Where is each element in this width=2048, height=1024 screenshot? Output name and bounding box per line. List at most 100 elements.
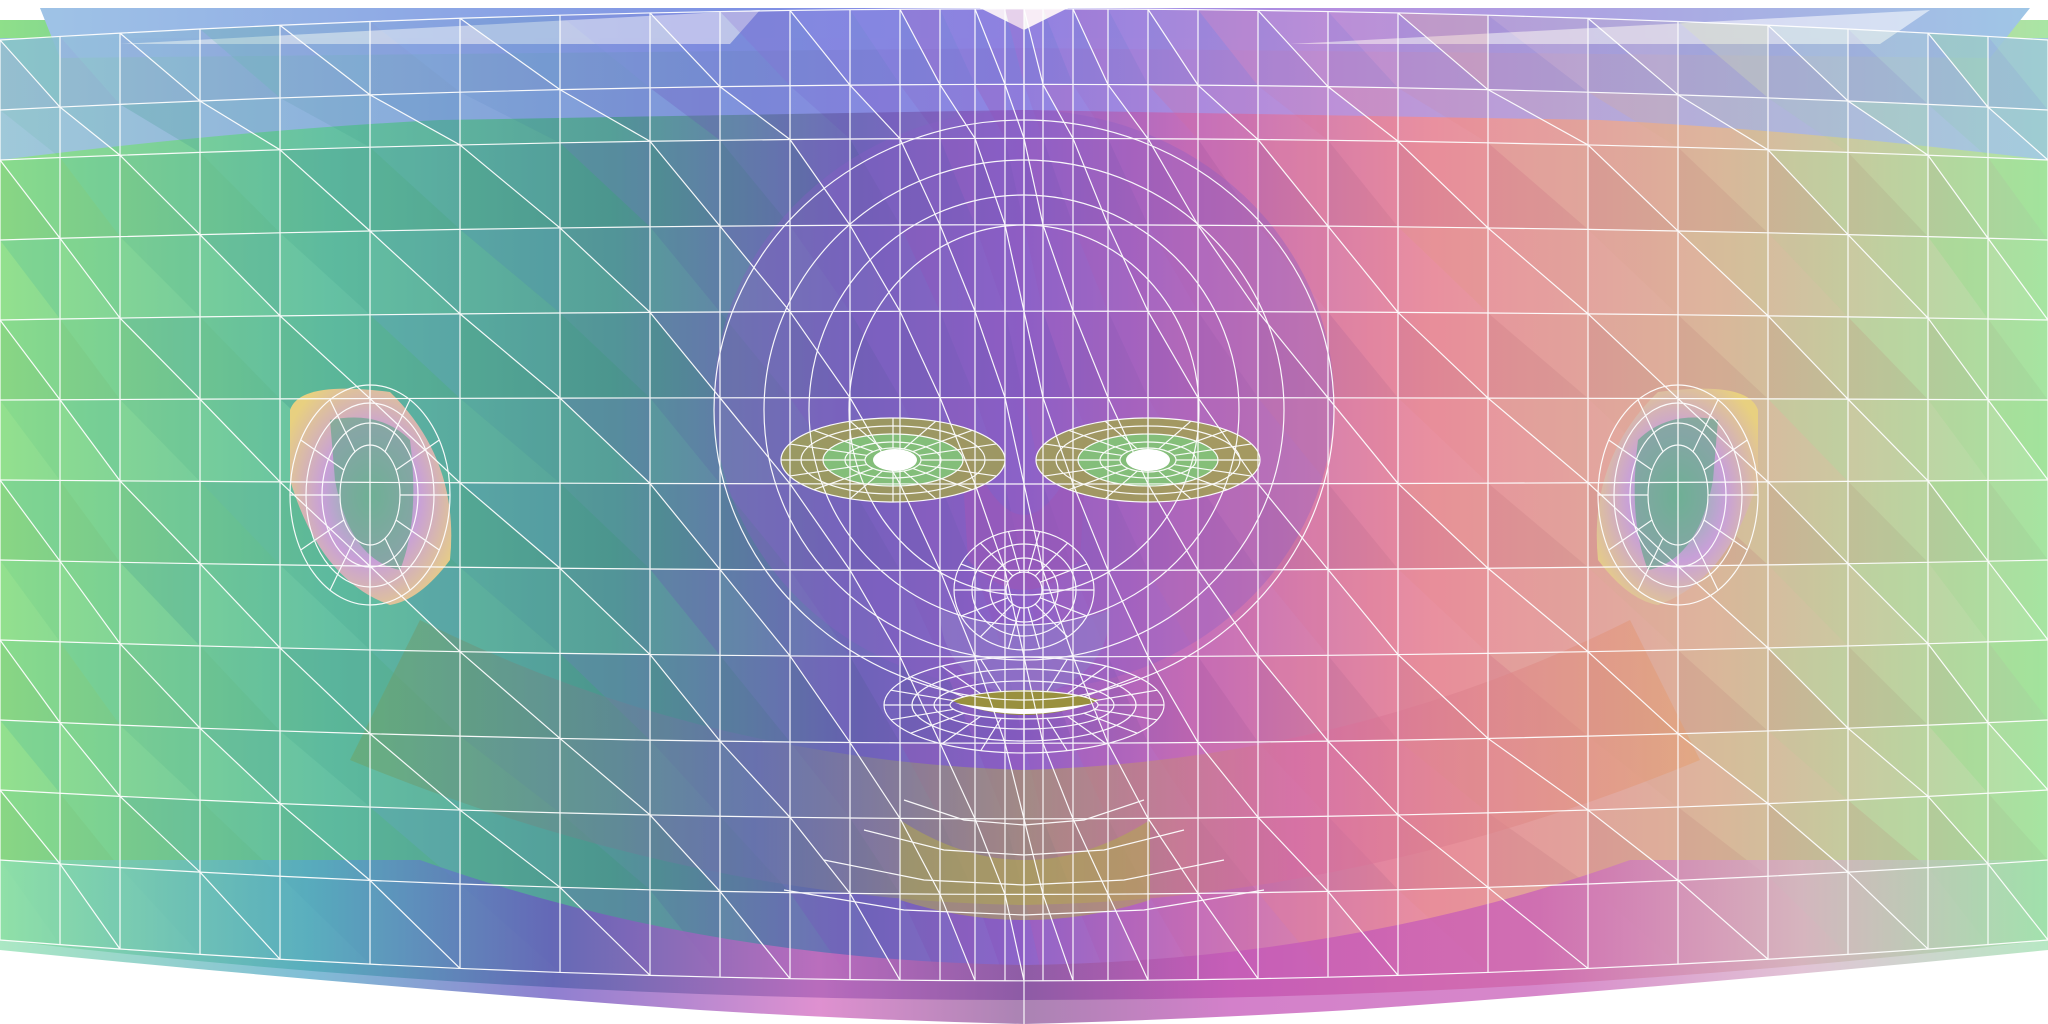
wire-diagonal	[369, 879, 461, 969]
mesh-facet	[1488, 142, 1588, 230]
mesh-facet	[1928, 236, 1988, 319]
eye-spoke	[1104, 420, 1138, 450]
wire-diagonal	[1677, 398, 1769, 483]
wire-diagonal	[1107, 893, 1149, 981]
mesh-facet	[1398, 569, 1488, 655]
mesh-facet	[560, 483, 650, 570]
mesh-facet	[1488, 313, 1588, 399]
mesh-facet	[1148, 570, 1198, 657]
mesh-facet	[900, 893, 940, 981]
ear-spoke	[1608, 439, 1653, 471]
mesh-facet	[0, 400, 60, 481]
eye-spoke	[1104, 470, 1138, 500]
eye-spoke	[1173, 463, 1252, 477]
mesh-facet	[940, 483, 975, 571]
mesh-facet	[1768, 97, 1848, 153]
eye-spoke	[1158, 470, 1192, 500]
wire-diagonal	[1327, 397, 1399, 484]
wire-diagonal	[459, 809, 561, 888]
wire-diagonal	[1587, 144, 1679, 232]
mouth-spoke	[1046, 659, 1068, 693]
wire-diagonal	[279, 24, 371, 96]
mesh-facet	[940, 9, 975, 85]
wire-diagonal	[1197, 397, 1259, 485]
mesh-facet	[0, 110, 60, 160]
wire-diagonal	[1107, 742, 1149, 819]
mesh-facet	[1928, 399, 1988, 481]
mesh-facet	[560, 312, 650, 398]
wire-diagonal	[939, 397, 976, 485]
mesh-facet	[1488, 15, 1588, 93]
mouth-spoke	[1094, 708, 1158, 721]
mesh-facet	[1258, 225, 1328, 312]
mesh-facet	[1988, 480, 2048, 560]
mouth-spoke	[980, 717, 1002, 751]
eye-spoke	[789, 463, 868, 477]
mesh-facet	[720, 11, 790, 87]
wire-diagonal	[789, 655, 851, 743]
wire-diagonal	[974, 8, 1006, 85]
mesh-facet	[850, 656, 900, 743]
mesh-facet	[1108, 138, 1148, 226]
wire-diagonal	[1847, 234, 1929, 319]
wire-diagonal	[59, 237, 121, 319]
mesh-facet	[1398, 568, 1488, 654]
wire-diagonal	[1587, 482, 1679, 567]
mesh-facet	[850, 9, 900, 85]
mesh-facet	[1768, 398, 1848, 482]
wire-diagonal	[719, 86, 791, 141]
mesh-facet	[560, 12, 650, 88]
nose-spoke	[1034, 603, 1069, 638]
mesh-facet	[1928, 722, 1988, 794]
nose-spoke	[979, 603, 1014, 638]
ear-spoke	[1692, 399, 1719, 452]
wire-diagonal	[1042, 742, 1074, 819]
mesh-facet	[0, 720, 60, 794]
mesh-facet	[370, 807, 460, 884]
mesh-facet	[1043, 138, 1073, 225]
mesh-facet	[1148, 225, 1198, 312]
mesh-facet	[975, 84, 1005, 139]
mesh-facet	[1258, 569, 1328, 656]
wire-diagonal	[1072, 138, 1109, 226]
wire-diagonal	[939, 742, 976, 819]
mesh-facet	[1328, 140, 1398, 227]
wire-diagonal	[1107, 84, 1149, 140]
mesh-facet	[1328, 11, 1398, 88]
mesh-facet	[650, 397, 720, 484]
mesh-facet	[1108, 9, 1148, 85]
mesh-facet	[1043, 311, 1073, 398]
mesh-facet	[1073, 224, 1108, 312]
mesh-facet	[1043, 138, 1073, 225]
wire-diagonal	[974, 483, 1006, 571]
eye-spoke	[1044, 463, 1123, 477]
mesh-facet	[0, 560, 60, 642]
mesh-facet	[1768, 728, 1848, 801]
mesh-facet	[1928, 725, 1988, 797]
mesh-facet	[460, 567, 560, 654]
mesh-facet	[850, 483, 900, 571]
mesh-facet	[1488, 812, 1588, 888]
wire-diagonal	[789, 10, 851, 86]
wire-diagonal	[974, 311, 1006, 398]
mesh-facet	[720, 655, 790, 742]
wire-diagonal	[1587, 809, 1679, 881]
nose-spoke	[1007, 531, 1021, 573]
mesh-facet	[1108, 483, 1148, 571]
wire-diagonal	[1004, 743, 1025, 819]
eye-spoke	[903, 420, 937, 450]
wire-diagonal	[559, 737, 651, 816]
mesh-facet	[60, 318, 120, 400]
mesh-facet	[1848, 152, 1928, 237]
eye-spoke	[849, 470, 883, 500]
wire-diagonal	[1147, 138, 1199, 226]
mesh-facet	[1043, 8, 1073, 85]
wire-diagonal	[849, 84, 901, 140]
mouth-spoke	[941, 665, 981, 695]
mesh-facet	[120, 399, 200, 482]
nose-spoke	[1034, 542, 1069, 577]
mesh-facet	[200, 800, 280, 877]
mesh-facet	[1678, 647, 1768, 731]
wire-diagonal	[459, 17, 561, 91]
mesh-facet	[1588, 229, 1678, 315]
